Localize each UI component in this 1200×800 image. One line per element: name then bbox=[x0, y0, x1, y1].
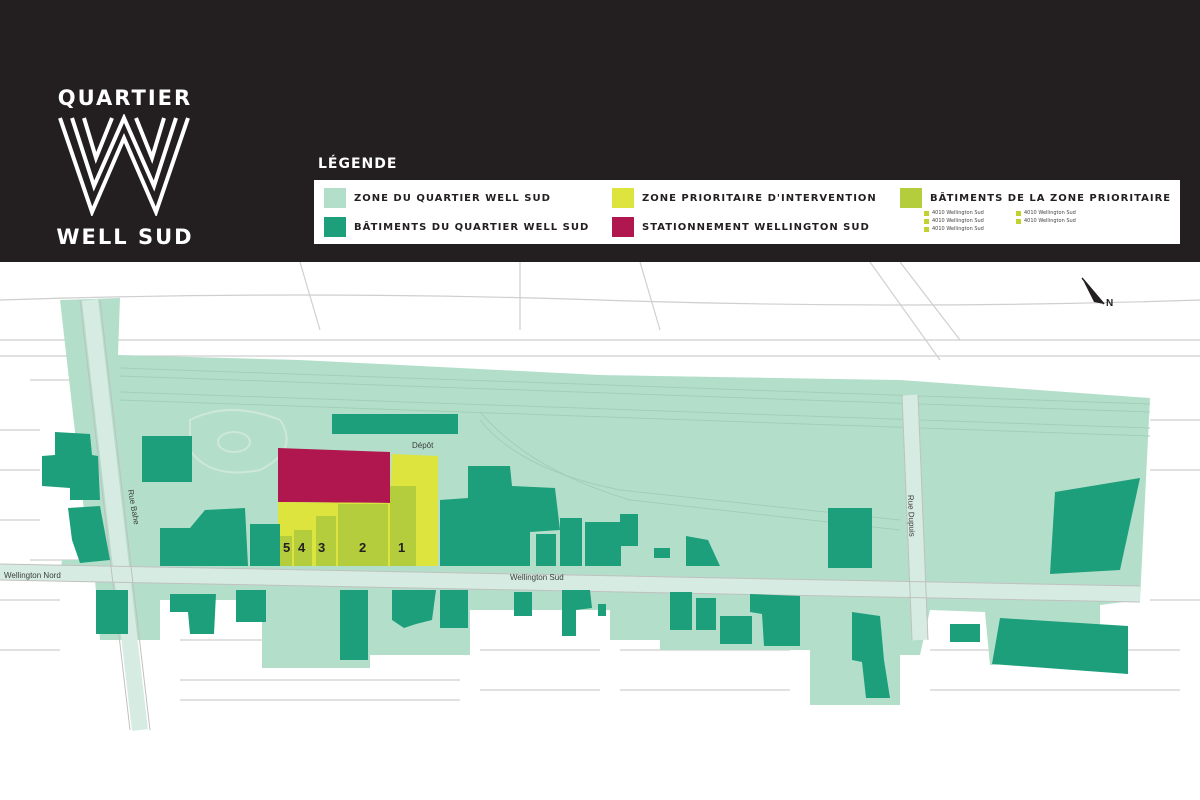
site-map[interactable]: 5 4 3 2 1 bbox=[0, 262, 1200, 740]
legend-title: LÉGENDE bbox=[318, 156, 398, 172]
north-arrow-icon: N bbox=[1081, 277, 1113, 309]
legend-item-buildings: Bâtiments du quartier Well Sud bbox=[324, 217, 589, 237]
legend-item-priority-zone: Zone prioritaire d'intervention bbox=[612, 188, 877, 208]
rail-band bbox=[119, 367, 1151, 531]
legend-swatch-priority-zone bbox=[612, 188, 634, 208]
quartier-buildings bbox=[42, 414, 1140, 698]
label-rue-dupuis: Rue Dupuis bbox=[906, 495, 916, 537]
legend-sub-item: 4010 Wellington Sud bbox=[1016, 218, 1076, 224]
label-wellington-sud: Wellington Sud bbox=[510, 573, 564, 582]
lot-number-4: 4 bbox=[298, 540, 306, 555]
legend-label-priority-zone: Zone prioritaire d'intervention bbox=[642, 192, 877, 204]
label-wellington-nord: Wellington Nord bbox=[4, 571, 61, 580]
legend-box: Zone du quartier Well Sud Bâtiments du q… bbox=[314, 180, 1180, 244]
bottom-strip bbox=[0, 740, 1200, 800]
lot-number-3: 3 bbox=[318, 540, 325, 555]
legend-label-priority-buildings: Bâtiments de la zone prioritaire bbox=[930, 192, 1172, 204]
legend-swatch-zone bbox=[324, 188, 346, 208]
lot-numbers: 5 4 3 2 1 bbox=[283, 540, 405, 555]
legend-item-parking: Stationnement Wellington Sud bbox=[612, 217, 870, 237]
quartier-w-logo-icon bbox=[58, 114, 190, 216]
legend-sub-item: 4010 Wellington Sud bbox=[924, 210, 984, 216]
legend-item-zone: Zone du quartier Well Sud bbox=[324, 188, 551, 208]
legend-swatch-parking bbox=[612, 217, 634, 237]
legend-label-buildings: Bâtiments du quartier Well Sud bbox=[354, 221, 590, 233]
legend-swatch-priority-buildings bbox=[900, 188, 922, 208]
priority-buildings bbox=[280, 486, 416, 566]
legend-item-priority-buildings: Bâtiments de la zone prioritaire bbox=[900, 188, 1171, 208]
logo-top-text: QUARTIER bbox=[57, 86, 193, 110]
legend-sub-list: 4010 Wellington Sud 4010 Wellington Sud … bbox=[924, 210, 1164, 238]
logo-bottom-text: WELL SUD bbox=[56, 225, 194, 249]
legend-sub-item: 4010 Wellington Sud bbox=[1016, 210, 1076, 216]
main-roads bbox=[0, 299, 1141, 731]
header-band: QUARTIER WELL SUD LÉGENDE Zone du quarti… bbox=[0, 0, 1200, 262]
legend-swatch-buildings bbox=[324, 217, 346, 237]
legend-sub-item: 4010 Wellington Sud bbox=[924, 218, 984, 224]
label-depot: Dépôt bbox=[412, 441, 434, 450]
north-label: N bbox=[1106, 298, 1113, 309]
legend-sub-item: 4010 Wellington Sud bbox=[924, 226, 984, 232]
parking-wellington-sud bbox=[278, 448, 390, 503]
lot-number-1: 1 bbox=[398, 540, 405, 555]
legend-label-zone: Zone du quartier Well Sud bbox=[354, 192, 551, 204]
legend-label-parking: Stationnement Wellington Sud bbox=[642, 221, 870, 233]
lot-number-5: 5 bbox=[283, 540, 290, 555]
lot-number-2: 2 bbox=[359, 540, 366, 555]
